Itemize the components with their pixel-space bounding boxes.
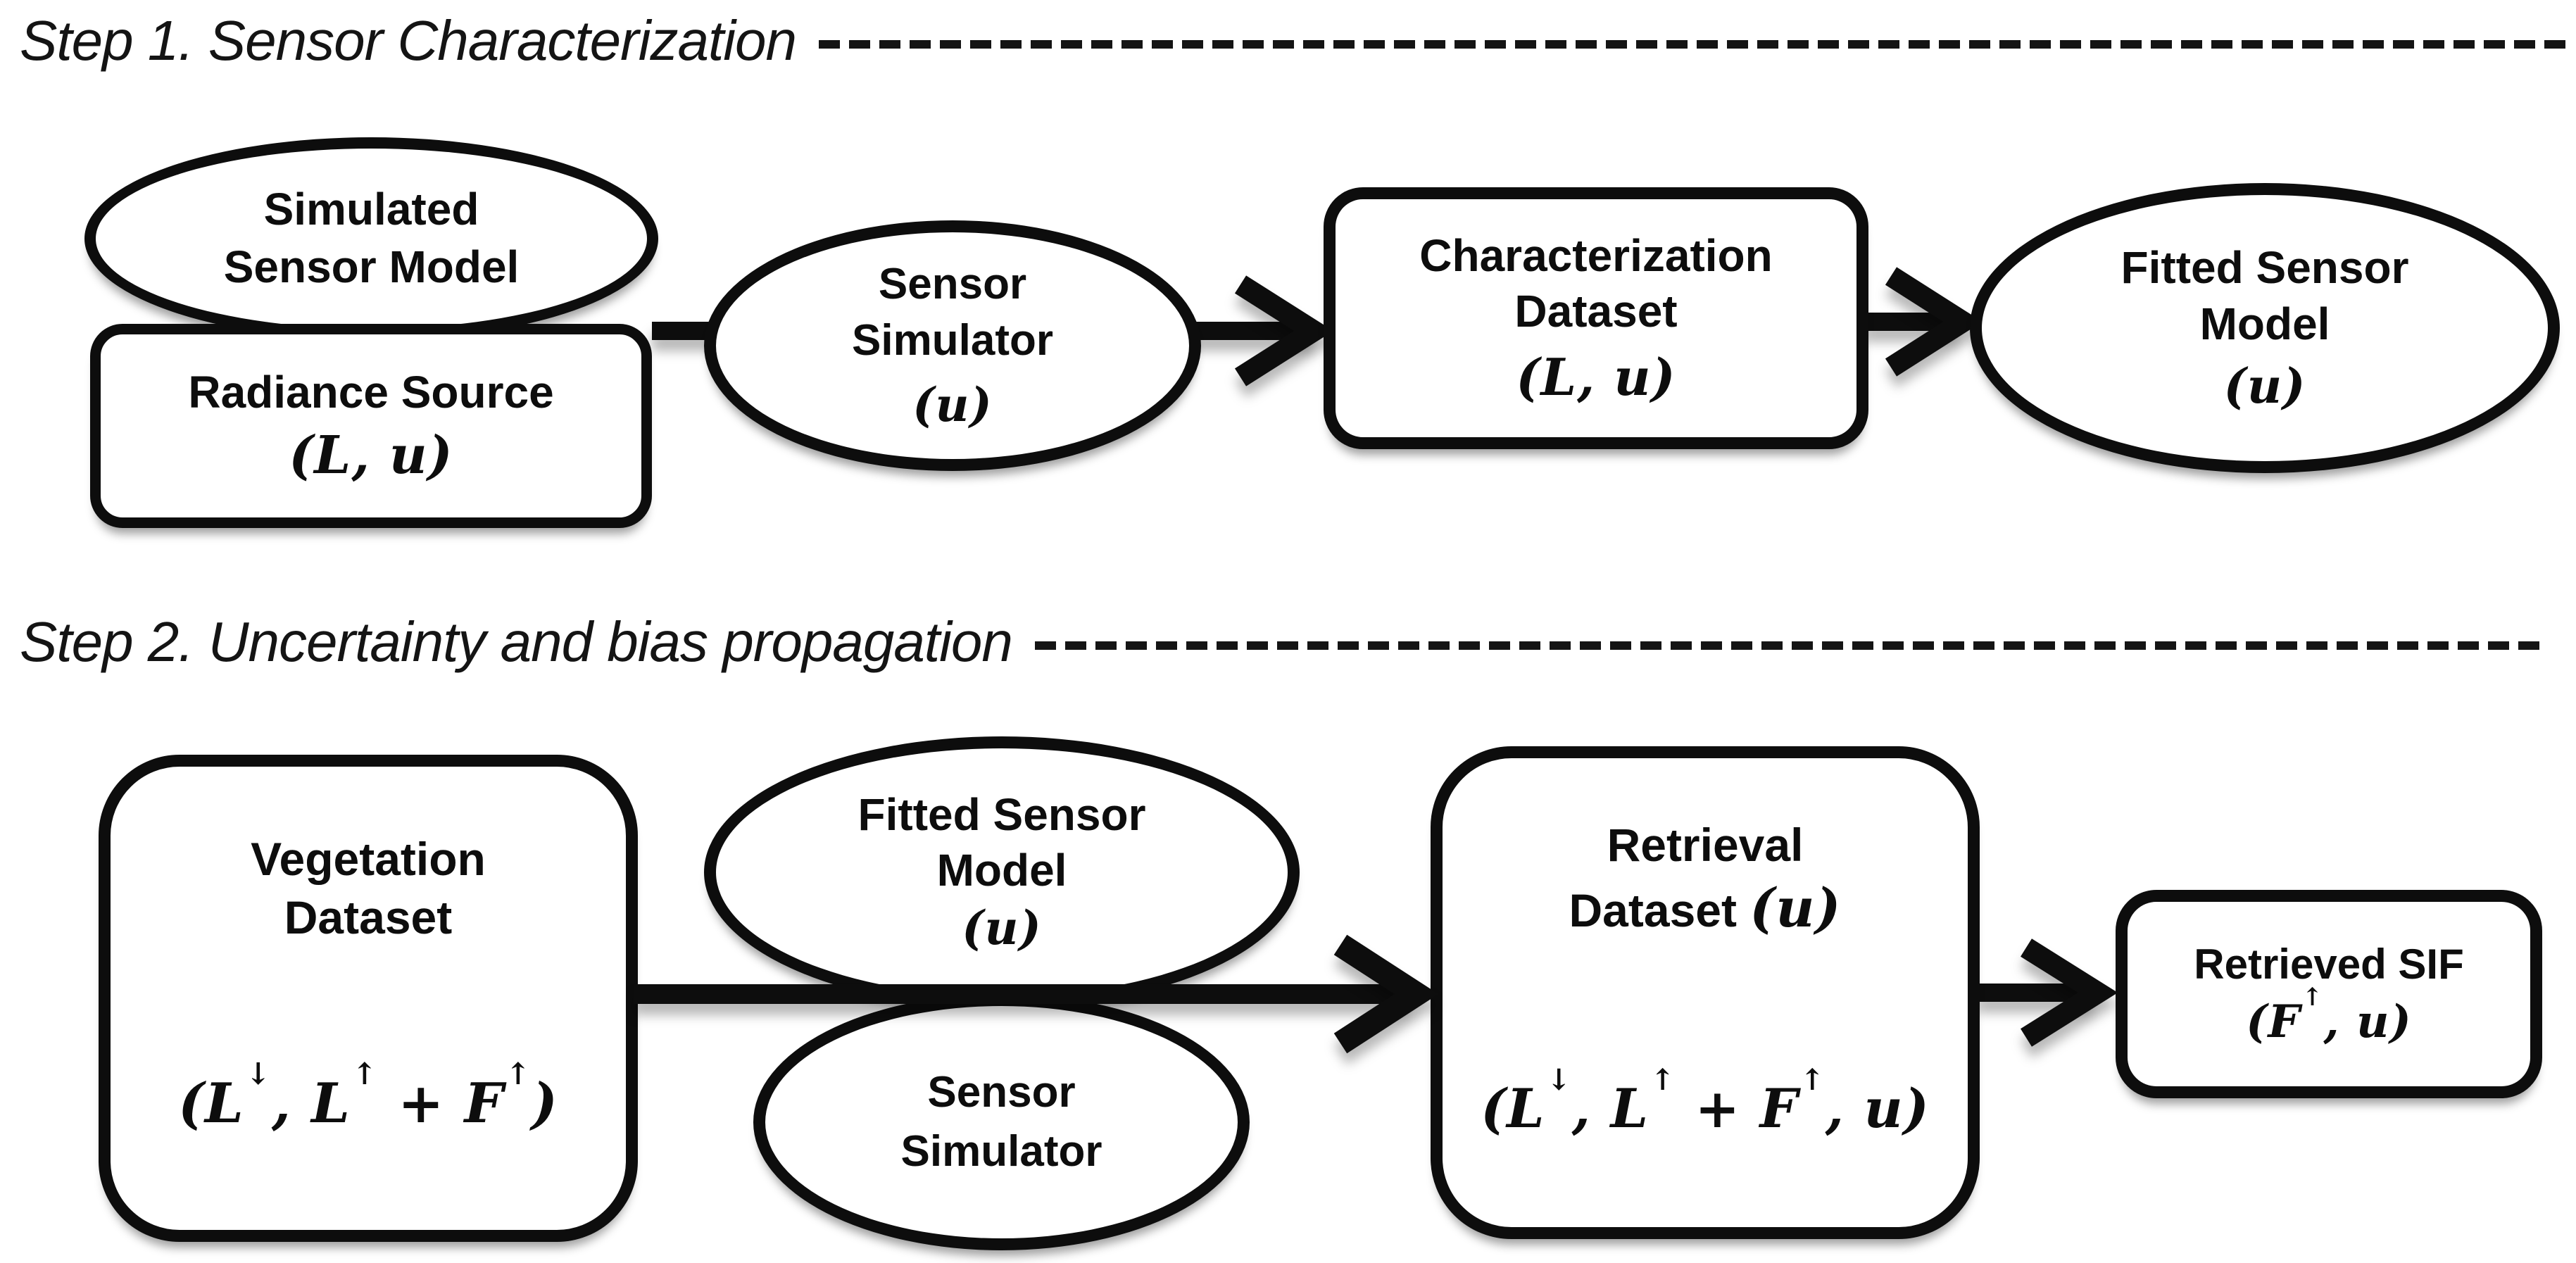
- node-vegetation-dataset: Vegetation Dataset (L↓, L↑ + F↑): [99, 755, 638, 1242]
- node-retrieved-sif: Retrieved SIF (F↑, u): [2116, 890, 2542, 1098]
- node-math: (u): [2223, 358, 2306, 415]
- node-label: Simulator: [900, 1127, 1102, 1176]
- step1-dashed-rule: [818, 40, 2570, 49]
- node-characterization-dataset: Characterization Dataset (L, u): [1324, 187, 1868, 449]
- node-label: Model: [936, 845, 1067, 896]
- step2-dashed-rule: [1034, 641, 2542, 650]
- node-label: Vegetation: [251, 833, 486, 885]
- node-label: Sensor: [878, 259, 1027, 308]
- node-label: Fitted Sensor: [857, 788, 1146, 840]
- arrowhead-into-retrieval-dataset: [1333, 934, 1439, 1054]
- node-math: (L↓, L↑ + F↑, u): [1481, 1062, 1930, 1140]
- node-label: Dataset: [1514, 286, 1678, 337]
- node-label: Simulator: [852, 316, 1053, 365]
- node-label: Simulated: [263, 184, 479, 235]
- node-label: Radiance Source: [188, 366, 554, 417]
- node-label: Characterization: [1419, 230, 1773, 281]
- node-label: Retrieval: [1607, 819, 1804, 871]
- step1-header-label: Step 1. Sensor Characterization: [20, 9, 797, 72]
- node-label: Sensor: [927, 1068, 1076, 1117]
- arrowhead-into-characterization-dataset: [1234, 275, 1333, 387]
- node-fitted-sensor-model-step1: Fitted Sensor Model (u): [1970, 183, 2560, 473]
- node-retrieval-dataset: Retrieval Dataset (u) (L↓, L↑ + F↑, u): [1431, 746, 1980, 1239]
- node-math: (u): [912, 377, 993, 432]
- node-label: Sensor Model: [223, 241, 520, 292]
- node-math: (L, u): [1516, 346, 1676, 407]
- step1-header: Step 1. Sensor Characterization: [20, 8, 2570, 73]
- node-sensor-simulator-step1: Sensor Simulator (u): [704, 220, 1201, 471]
- node-label: Model: [2199, 299, 2330, 350]
- node-label: Dataset: [284, 891, 453, 943]
- node-sensor-simulator-step2: Sensor Simulator: [753, 994, 1250, 1250]
- node-label: Retrieved SIF: [2194, 940, 2464, 988]
- node-fitted-sensor-model-step2: Fitted Sensor Model (u): [704, 736, 1300, 1008]
- node-math: (L, u): [289, 425, 453, 486]
- step2-header-label: Step 2. Uncertainty and bias propagation: [20, 610, 1013, 673]
- node-math: (F↑, u): [2246, 983, 2412, 1048]
- step2-header: Step 2. Uncertainty and bias propagation: [20, 610, 2542, 674]
- arrowhead-into-fitted-sensor-model: [1885, 267, 1983, 377]
- node-simulated-sensor-model: Simulated Sensor Model: [84, 137, 658, 340]
- node-radiance-source: Radiance Source (L, u): [90, 324, 652, 528]
- arrowhead-into-retrieved-sif: [2021, 938, 2118, 1047]
- node-math: (u): [962, 900, 1042, 956]
- node-label: Fitted Sensor: [2121, 241, 2409, 293]
- node-math: (L↓, L↑ + F↑): [178, 1057, 558, 1136]
- node-label: Dataset (u): [1569, 876, 1842, 939]
